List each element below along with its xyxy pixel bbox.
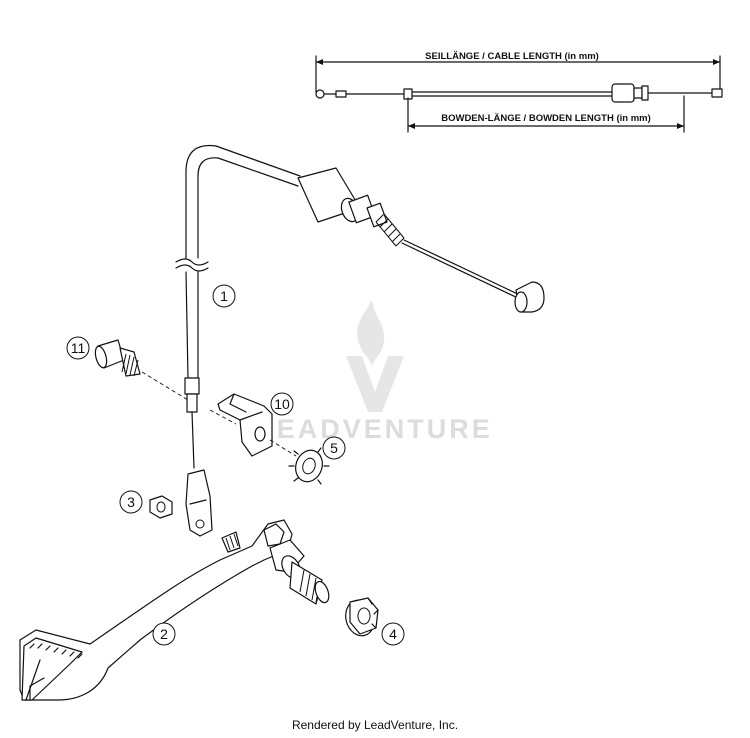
cable-length-label: SEILLÄNGE / CABLE LENGTH (in mm)	[425, 51, 599, 62]
cable-clevis	[185, 469, 213, 537]
watermark-text: LEADVENTURE	[257, 414, 493, 444]
cable-length-arrow-left	[316, 59, 323, 65]
part-10-cable-bracket	[217, 393, 273, 457]
bowden-length-label: BOWDEN-LÄNGE / BOWDEN LENGTH (in mm)	[441, 113, 651, 124]
inset-cable-drawing	[315, 83, 723, 103]
bolt-thread	[121, 353, 139, 377]
cable-length-arrow-right	[713, 59, 720, 65]
svg-text:11: 11	[71, 340, 86, 356]
cable-ferrule-upper	[184, 377, 200, 395]
watermark-flame-icon	[357, 300, 385, 366]
callout-3: 3	[119, 490, 143, 514]
cable-end-barrel	[514, 281, 545, 313]
pedal-adjuster-bolt	[221, 531, 241, 553]
cable-dimension-inset: SEILLÄNGE / CABLE LENGTH (in mm) BOWDEN-…	[315, 51, 723, 133]
callout-4: 4	[381, 622, 405, 646]
callout-1: 1	[212, 284, 236, 308]
svg-text:1: 1	[220, 288, 228, 304]
svg-text:2: 2	[160, 626, 168, 642]
footer-credit: Rendered by LeadVenture, Inc.	[292, 718, 458, 732]
pedal-foot-tip	[21, 637, 83, 701]
watermark-v-icon	[346, 356, 404, 412]
bracket-hole	[254, 426, 266, 442]
pedal-pivot-stud	[269, 539, 330, 605]
part-4-flange-nut	[345, 597, 379, 637]
part-1-brake-cable	[175, 144, 545, 469]
part-3-nut	[149, 495, 173, 519]
svg-text:3: 3	[127, 494, 135, 510]
cable-ferrule-lower	[186, 393, 198, 413]
leadventure-watermark: LEADVENTURE	[257, 300, 493, 444]
part-2-brake-pedal	[19, 519, 330, 701]
callout-2: 2	[152, 622, 176, 646]
svg-text:5: 5	[330, 440, 338, 456]
cable-adjuster	[297, 167, 405, 247]
svg-text:10: 10	[274, 396, 290, 412]
bowden-length-arrow-right	[677, 123, 684, 129]
svg-text:4: 4	[389, 626, 397, 642]
part-5-lock-washer	[288, 447, 330, 485]
adjuster-thread	[375, 213, 405, 247]
part-11-bolt	[94, 339, 141, 377]
bowden-length-arrow-left	[408, 123, 415, 129]
callout-10: 10	[270, 392, 294, 416]
callout-11: 11	[66, 336, 90, 360]
bolt-to-bracket-guide-line	[141, 371, 189, 401]
callout-5: 5	[322, 436, 346, 460]
